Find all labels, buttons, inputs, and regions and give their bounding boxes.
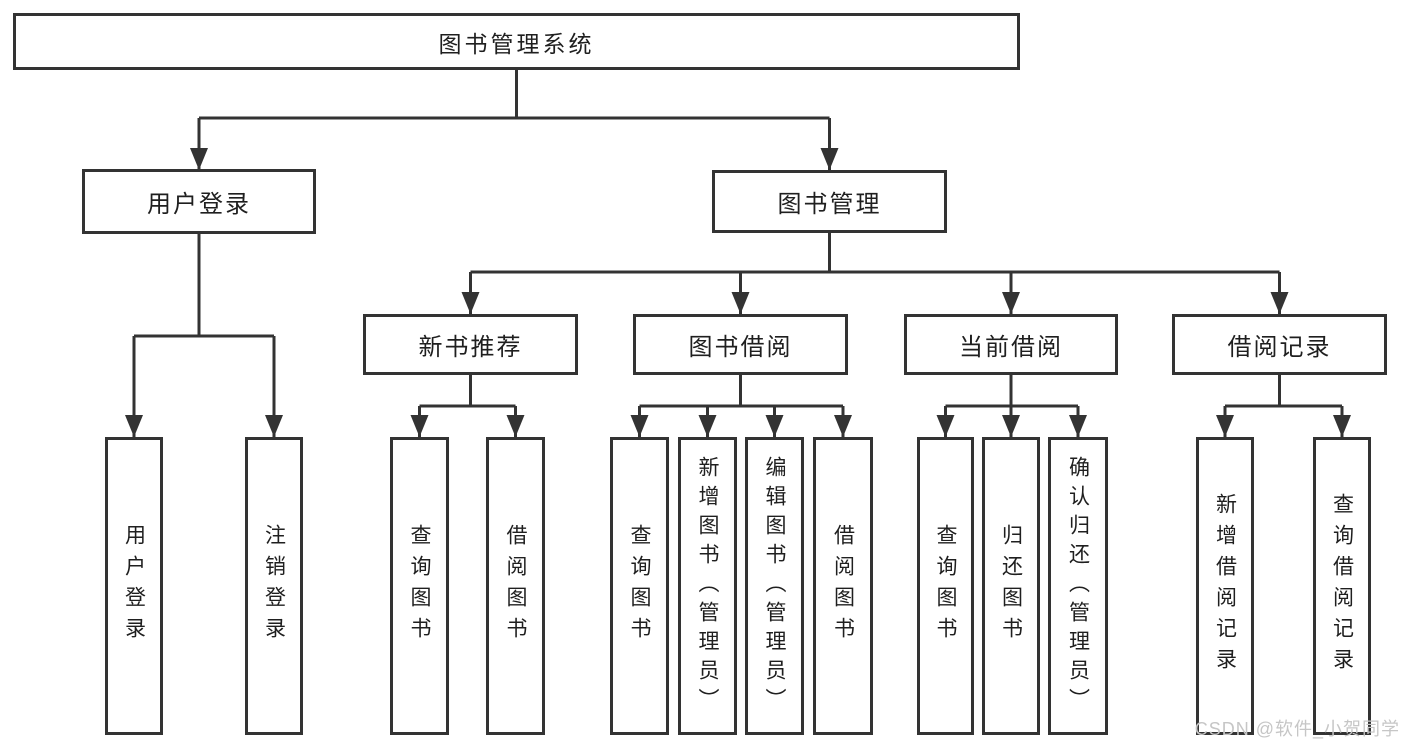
node-label: 借阅图书 bbox=[831, 524, 855, 648]
arrow-down-icon bbox=[1270, 292, 1289, 314]
leaf-borrow-books-recommend: 借阅图书 bbox=[486, 437, 545, 735]
node-new-book-recommendation: 新书推荐 bbox=[363, 314, 578, 375]
arrow-down-icon bbox=[765, 415, 784, 437]
leaf-query-books-recommend: 查询图书 bbox=[390, 437, 449, 735]
arrow-down-icon bbox=[1333, 415, 1351, 437]
leaf-confirm-return-admin: 确认归还（管理员） bbox=[1048, 437, 1108, 735]
node-label: 注销登录 bbox=[262, 524, 286, 648]
node-book-borrowing: 图书借阅 bbox=[633, 314, 848, 375]
leaf-query-borrow-record: 查询借阅记录 bbox=[1313, 437, 1371, 735]
node-label: 查询借阅记录 bbox=[1330, 493, 1354, 679]
node-label: 新增借阅记录 bbox=[1213, 493, 1237, 679]
node-label: 查询图书 bbox=[408, 524, 431, 648]
node-library-management-system: 图书管理系统 bbox=[13, 13, 1020, 70]
node-borrowing-records: 借阅记录 bbox=[1172, 314, 1387, 375]
arrow-down-icon bbox=[731, 292, 750, 314]
node-label: 确认归还（管理员） bbox=[1066, 455, 1090, 717]
node-book-management: 图书管理 bbox=[712, 170, 947, 233]
node-label: 图书管理系统 bbox=[438, 30, 595, 57]
node-label: 编辑图书（管理员） bbox=[763, 455, 786, 717]
node-label: 图书管理 bbox=[777, 191, 882, 218]
arrow-down-icon bbox=[265, 415, 283, 437]
arrow-down-icon bbox=[125, 415, 143, 437]
node-label: 借阅记录 bbox=[1227, 334, 1332, 361]
node-label: 新增图书（管理员） bbox=[696, 455, 719, 717]
csdn-watermark: CSDN @软件_小贺同学 bbox=[1194, 719, 1400, 739]
tree-edges bbox=[132, 70, 1344, 437]
arrow-down-icon bbox=[1002, 415, 1020, 437]
node-label: 归还图书 bbox=[999, 524, 1023, 648]
arrow-down-icon bbox=[190, 148, 208, 170]
node-label: 图书借阅 bbox=[688, 334, 793, 361]
arrow-down-icon bbox=[834, 415, 852, 437]
node-label: 查询图书 bbox=[934, 524, 957, 648]
arrow-down-icon bbox=[1002, 292, 1020, 314]
node-label: 查询图书 bbox=[628, 524, 651, 648]
arrow-down-icon bbox=[461, 292, 480, 314]
node-label: 借阅图书 bbox=[504, 524, 527, 648]
node-label: 用户登录 bbox=[122, 524, 146, 648]
node-label: 新书推荐 bbox=[418, 334, 523, 361]
leaf-add-borrow-record: 新增借阅记录 bbox=[1196, 437, 1254, 735]
node-user-login: 用户登录 bbox=[82, 169, 316, 234]
node-current-borrowing: 当前借阅 bbox=[904, 314, 1118, 375]
arrow-down-icon bbox=[630, 415, 649, 437]
leaf-add-books-admin: 新增图书（管理员） bbox=[678, 437, 737, 735]
leaf-logout: 注销登录 bbox=[245, 437, 303, 735]
arrowheads bbox=[125, 148, 1351, 437]
arrow-down-icon bbox=[698, 415, 717, 437]
leaf-return-books: 归还图书 bbox=[982, 437, 1040, 735]
node-label: 用户登录 bbox=[147, 191, 251, 218]
arrow-down-icon bbox=[936, 415, 955, 437]
arrow-down-icon bbox=[1069, 415, 1087, 437]
arrow-down-icon bbox=[410, 415, 429, 437]
leaf-user-login: 用户登录 bbox=[105, 437, 163, 735]
leaf-borrow-books: 借阅图书 bbox=[813, 437, 873, 735]
leaf-query-books-borrow: 查询图书 bbox=[610, 437, 669, 735]
node-label: 当前借阅 bbox=[959, 334, 1063, 361]
arrow-down-icon bbox=[820, 148, 839, 170]
arrow-down-icon bbox=[506, 415, 525, 437]
arrow-down-icon bbox=[1216, 415, 1234, 437]
leaf-edit-books-admin: 编辑图书（管理员） bbox=[745, 437, 804, 735]
leaf-query-books-current: 查询图书 bbox=[917, 437, 974, 735]
